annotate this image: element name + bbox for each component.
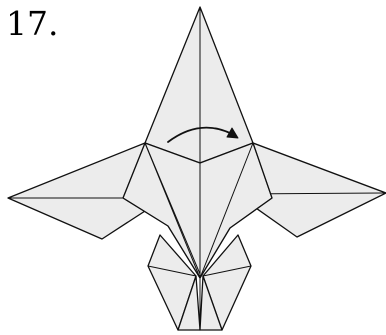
body-shape — [123, 143, 272, 278]
top-point — [145, 7, 253, 163]
central-body — [123, 143, 272, 278]
top-point-shape — [145, 7, 253, 163]
